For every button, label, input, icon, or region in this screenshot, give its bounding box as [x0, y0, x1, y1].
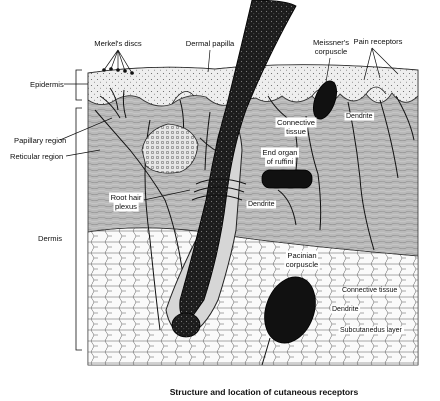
label-end-organ-line2: of ruffini: [267, 157, 294, 166]
diagram-labels: Merkel's discs Dermal papilla Meissner's…: [10, 37, 403, 334]
ruffini-end-organ: [261, 169, 313, 189]
label-dendrite-top: Dendrite: [346, 113, 373, 120]
label-epidermis: Epidermis: [30, 80, 64, 89]
label-pacinian-line2: corpuscle: [286, 260, 319, 269]
label-subcutaneous-layer: Subcutanedus layer: [340, 327, 403, 334]
label-end-organ-line1: End organ: [262, 148, 297, 157]
label-dermis: Dermis: [38, 234, 62, 243]
label-root-hair-plexus-line1: Root hair: [111, 193, 142, 202]
label-dermal-papilla: Dermal papilla: [186, 39, 235, 48]
root-hair-plexus: [191, 178, 247, 201]
label-connective-tissue-top-line2: tissue: [286, 127, 306, 136]
hair-bulb: [171, 312, 201, 338]
figure-caption: Structure and location of cutaneous rece…: [170, 387, 359, 397]
label-connective-tissue-top-line1: Connective: [277, 118, 315, 127]
label-connective-tissue-bottom: Connective tissue: [342, 287, 397, 294]
hair-shaft: [179, 0, 297, 321]
label-pacinian-line1: Pacinian: [287, 251, 316, 260]
label-dendrite-bottom: Dendrite: [332, 306, 359, 313]
label-root-hair-plexus-line2: plexus: [115, 202, 137, 211]
meissners-corpuscle: [312, 80, 338, 120]
label-pain-receptors: Pain receptors: [354, 37, 403, 46]
label-meissners-line2: corpuscle: [315, 47, 348, 56]
label-reticular-region: Reticular region: [10, 152, 63, 161]
pacinian-corpuscle: [264, 276, 316, 344]
label-dendrite-mid: Dendrite: [248, 201, 275, 208]
label-merkels-discs: Merkel's discs: [94, 39, 142, 48]
subcutaneous-fat: [87, 227, 419, 366]
label-papillary-region: Papillary region: [14, 136, 66, 145]
layer-brackets: [75, 69, 82, 351]
label-meissners-line1: Meissner's: [313, 38, 349, 47]
sebaceous-gland: [141, 123, 199, 174]
label-boxes: [109, 112, 405, 335]
